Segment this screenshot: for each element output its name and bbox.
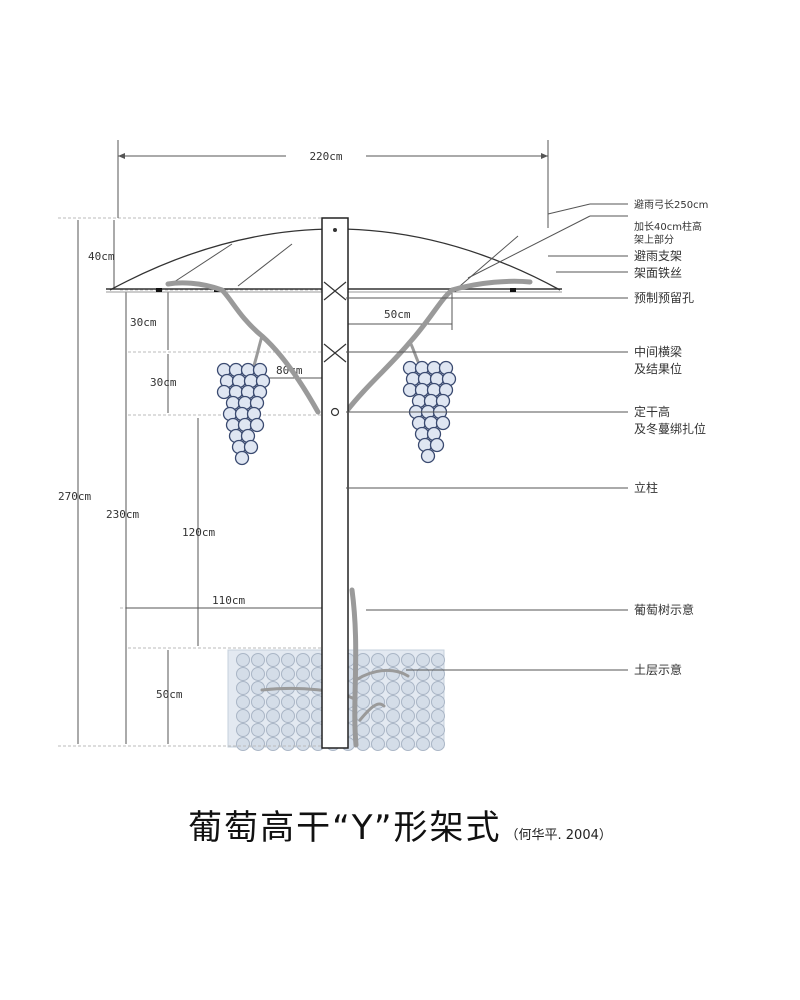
grape-cluster-left <box>216 362 271 466</box>
annotation-labels: 避雨弓长250cm 加长40cm柱高 架上部分 避雨支架 架面铁丝 预制预留孔 … <box>634 198 708 677</box>
label-wire: 架面铁丝 <box>634 266 682 280</box>
inner-horizontal-dims: 50cm 80cm <box>262 292 453 379</box>
label-trunk-point-1: 定干高 <box>634 404 670 419</box>
label-crossbeam-1: 中间横梁 <box>634 344 682 359</box>
dim-half-width-lower: 110cm <box>212 594 245 607</box>
dim-burial-depth: 50cm <box>156 688 183 701</box>
dim-upper-gap: 30cm <box>130 316 157 329</box>
dim-arch-height: 40cm <box>88 250 115 263</box>
dim-above-ground: 230cm <box>106 508 139 521</box>
grape-vine <box>165 278 533 748</box>
dim-half-width-upper: 50cm <box>384 308 411 321</box>
label-trunk-point-2: 及冬蔓绑扎位 <box>634 421 706 436</box>
label-extension-2: 架上部分 <box>634 233 674 246</box>
label-prefab-hole: 预制预留孔 <box>634 291 694 305</box>
diagram-title: 葡萄高干“Y”形架式（何华平. 2004） <box>0 800 800 849</box>
post <box>321 217 349 749</box>
dim-trunk-height: 120cm <box>182 526 215 539</box>
label-crossbeam-2: 及结果位 <box>634 361 682 376</box>
label-rain-support: 避雨支架 <box>634 249 682 263</box>
label-post: 立柱 <box>634 480 658 495</box>
prefab-hole <box>330 407 340 417</box>
dim-lower-gap: 30cm <box>150 376 177 389</box>
label-extension-1: 加长40cm柱高 <box>634 220 702 233</box>
title-credit: （何华平. 2004） <box>505 828 612 843</box>
label-vine: 葡萄树示意 <box>634 602 694 617</box>
label-arch-length: 避雨弓长250cm <box>634 198 708 211</box>
dim-total-height: 270cm <box>58 490 91 503</box>
title-main: 葡萄高干“Y”形架式 <box>188 808 502 848</box>
dim-width-top: 220cm <box>309 150 342 163</box>
leader-lines <box>346 203 628 671</box>
label-soil: 土层示意 <box>634 662 682 677</box>
width-dimension: 220cm <box>117 140 549 228</box>
left-dimensions: 40cm 30cm 30cm 270cm 230cm 120cm 50cm 11… <box>58 220 330 744</box>
grape-cluster-right <box>402 360 457 464</box>
